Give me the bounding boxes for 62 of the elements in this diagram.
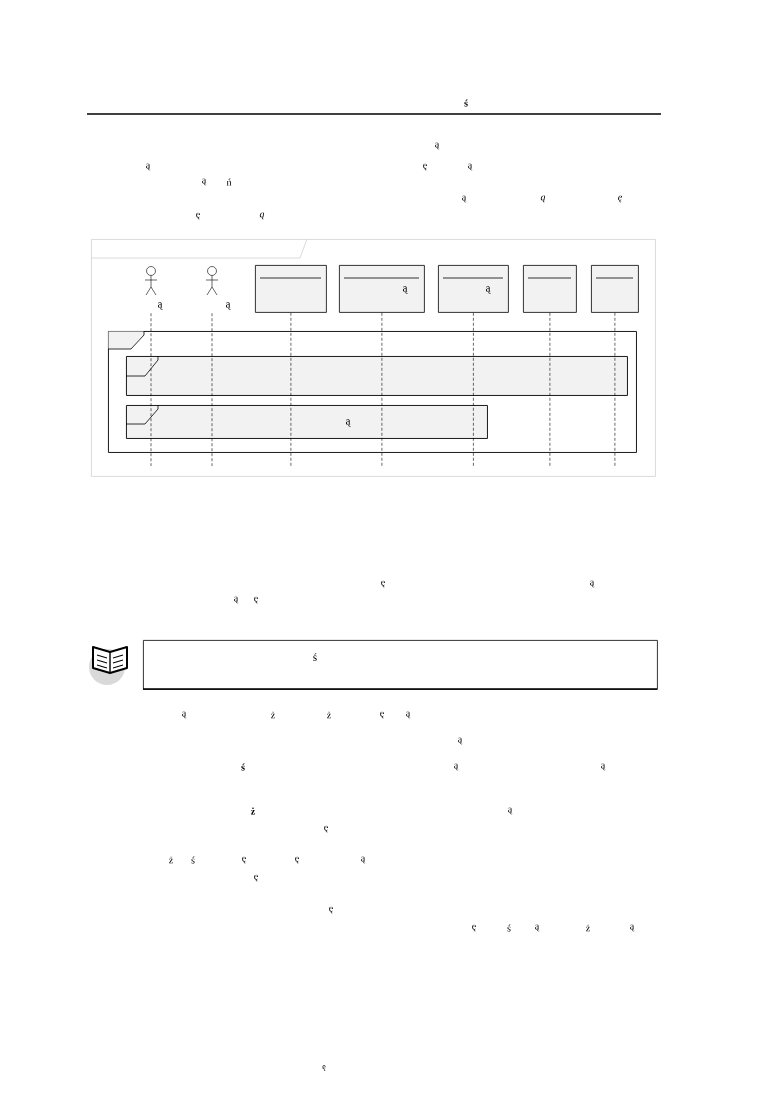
text-fragment: ę <box>329 906 333 914</box>
text-fragment: ą <box>590 580 595 588</box>
actor-label: ą <box>157 302 163 310</box>
actor-label: ą <box>225 302 231 310</box>
lifeline-box <box>523 265 577 313</box>
text-fragment: ą <box>361 856 366 864</box>
text-fragment: ą <box>540 195 546 203</box>
text-fragment: ę <box>322 1065 326 1071</box>
fragment-frame <box>107 330 637 453</box>
text-fragment: ę <box>618 195 622 203</box>
lifeline <box>549 312 551 467</box>
text-fragment: ą <box>454 763 459 771</box>
text-fragment: ń <box>226 178 232 186</box>
text-fragment: ż <box>250 807 255 815</box>
text-fragment: ż <box>586 924 590 932</box>
text-fragment: ż <box>271 711 275 719</box>
text-fragment: ą <box>458 737 463 745</box>
lifeline-box: ą <box>438 265 509 313</box>
text-fragment: ż <box>327 711 331 719</box>
lifeline <box>473 312 474 467</box>
text-fragment: ą <box>630 924 635 932</box>
lifeline <box>614 312 616 467</box>
actor-figure <box>205 266 219 296</box>
text-fragment: ą <box>202 178 207 186</box>
text-fragment: ą <box>182 711 187 719</box>
note-box: ś <box>142 640 658 690</box>
diagram-frame <box>90 238 656 477</box>
lifeline <box>381 312 383 467</box>
text-fragment: ą <box>462 195 467 203</box>
text-fragment: ą <box>234 596 239 604</box>
text-fragment: ę <box>254 874 258 882</box>
fragment-frame <box>125 355 628 396</box>
text-fragment: ą <box>146 163 151 171</box>
text-fragment: ą <box>601 763 606 771</box>
text-fragment: ą <box>468 163 473 171</box>
lifeline-box <box>255 265 327 313</box>
actor-figure <box>144 266 158 296</box>
text-fragment: ą <box>508 807 513 815</box>
text-fragment: ę <box>472 924 476 932</box>
text-fragment: ż <box>169 856 173 864</box>
text-fragment: ś <box>464 99 468 107</box>
text-fragment: ę <box>423 163 427 171</box>
lifeline <box>211 312 213 467</box>
text-fragment: ę <box>295 856 299 864</box>
text-fragment: ą <box>406 711 411 719</box>
text-fragment: ę <box>380 711 384 719</box>
text-fragment: ą <box>259 212 265 220</box>
text-fragment: ę <box>196 212 200 220</box>
text-fragment: ę <box>254 596 258 604</box>
lifeline-box <box>591 265 639 313</box>
text-fragment: ą <box>535 924 540 932</box>
text-fragment: ę <box>324 825 328 833</box>
lifeline <box>150 312 152 467</box>
text-fragment: ę <box>242 856 246 864</box>
text-fragment: ę <box>381 580 385 588</box>
lifeline-box: ą <box>339 265 425 313</box>
text-fragment: ś <box>507 924 511 932</box>
lifeline <box>290 312 292 467</box>
text-fragment: ś <box>241 763 245 771</box>
text-fragment: ś <box>191 856 195 864</box>
text-fragment: ą <box>435 142 440 150</box>
fragment-frame: ą <box>125 404 488 439</box>
